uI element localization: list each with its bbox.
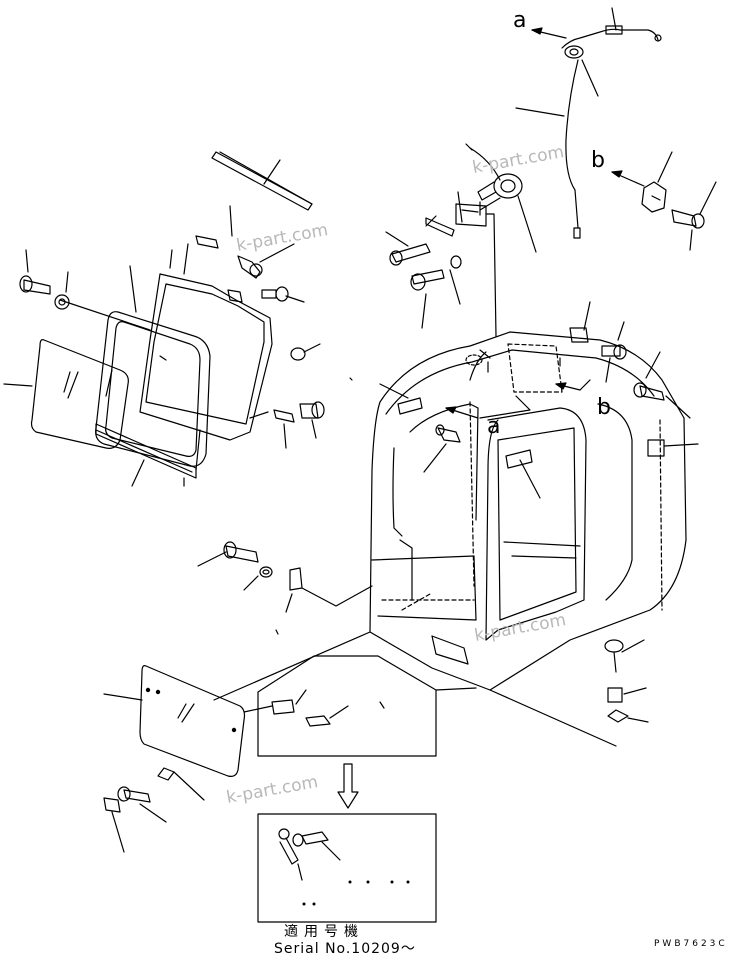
arrow-b-cab <box>555 379 591 391</box>
bracket-b <box>641 151 673 213</box>
window-frame-front <box>59 265 211 467</box>
bolt-left <box>19 249 70 310</box>
hinge-pin <box>197 541 373 635</box>
top-rail <box>211 151 313 211</box>
callout-a-cab: a <box>487 414 501 439</box>
wiring-harness <box>515 7 662 239</box>
arrow-a-cab <box>445 395 531 419</box>
cab-bolt-right <box>601 321 699 457</box>
arrow-a-top <box>531 27 567 39</box>
roof-lamp <box>465 143 537 253</box>
callout-b-top: b <box>591 148 605 173</box>
connector-lines <box>213 631 477 701</box>
cab-plates <box>379 301 591 499</box>
callout-b-cab: b <box>597 395 611 420</box>
glass-left <box>3 339 129 449</box>
detail-box-bottom <box>257 813 437 923</box>
serial-arrow <box>337 763 359 809</box>
latch-parts <box>195 205 353 449</box>
cab-bolt-center <box>423 424 461 473</box>
bolt-roof-2 <box>410 255 462 329</box>
bolt-roof-1 <box>385 231 431 266</box>
drawing-code: PWB7623C <box>654 939 728 949</box>
seal-rail <box>95 423 197 487</box>
cab-frame <box>369 331 687 691</box>
arrow-b-top <box>611 170 645 187</box>
window-frame-rear <box>139 243 273 471</box>
bolt-top-right <box>671 181 717 251</box>
glass-bolts-lower <box>103 767 205 853</box>
serial-label-jp: 適用号機 <box>284 924 364 940</box>
cab-lower-parts <box>489 639 649 747</box>
detail-box-top <box>243 655 437 757</box>
serial-label-en: Serial No.10209〜 <box>274 941 416 957</box>
glass-lower <box>103 665 246 777</box>
roof-bracket <box>425 191 497 337</box>
callout-a-top: a <box>513 8 527 33</box>
